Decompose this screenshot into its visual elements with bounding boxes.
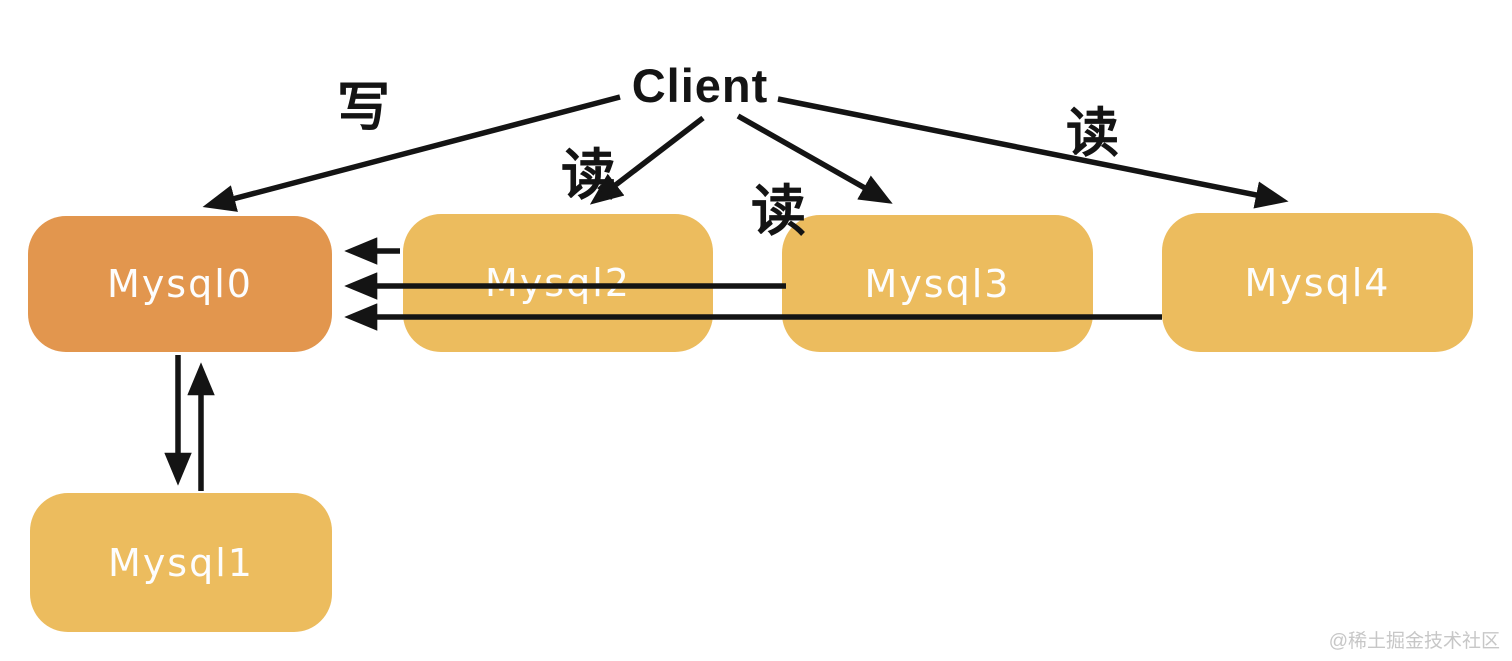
client-title: Client — [631, 59, 769, 112]
node-mysql4: Mysql4 — [1162, 213, 1473, 352]
node-mysql2-label: Mysql2 — [485, 261, 631, 305]
node-mysql0-label: Mysql0 — [107, 262, 253, 306]
edge-client-to-mysql0-write — [202, 94, 621, 212]
watermark-text: @稀土掘金技术社区 — [1328, 631, 1500, 652]
node-mysql1-label: Mysql1 — [108, 540, 254, 585]
edge-client-to-mysql4-read — [777, 96, 1289, 209]
node-mysql4-label: Mysql4 — [1244, 260, 1391, 305]
node-mysql3-label: Mysql3 — [864, 261, 1011, 306]
node-mysql3: Mysql3 — [782, 215, 1093, 352]
edge-label-read-mysql3: 读 — [751, 179, 807, 243]
node-mysql2: Mysql2 — [403, 214, 713, 352]
edge-label-write: 写 — [337, 77, 390, 138]
node-mysql1: Mysql1 — [30, 493, 332, 632]
node-mysql0: Mysql0 — [28, 216, 332, 352]
edge-label-read-mysql4: 读 — [1066, 103, 1119, 164]
edge-label-read-mysql2: 读 — [561, 143, 617, 207]
